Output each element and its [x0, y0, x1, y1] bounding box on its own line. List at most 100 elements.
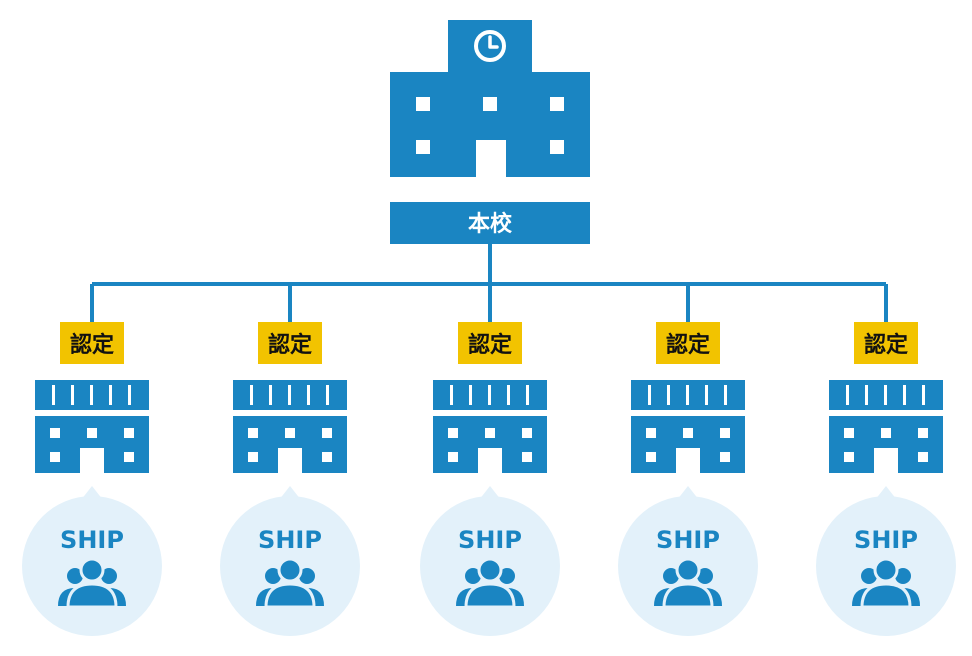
building-window — [522, 452, 532, 462]
building-door — [478, 448, 502, 473]
branch-building — [433, 380, 547, 473]
branch-3: 認定 SHIP — [618, 322, 758, 636]
main-school-label: 本校 — [468, 211, 513, 237]
building-window — [844, 452, 854, 462]
ship-bubble: SHIP — [816, 486, 956, 636]
branch-4: 認定 SHIP — [816, 322, 956, 636]
main-door — [476, 140, 506, 177]
roof-stripe — [903, 385, 906, 405]
building-window — [918, 428, 928, 438]
roof-stripe — [307, 385, 310, 405]
branch-1: 認定 SHIP — [220, 322, 360, 636]
people-group-icon — [852, 557, 920, 609]
building-window — [485, 428, 495, 438]
main-window — [416, 97, 430, 111]
certified-badge-label: 認定 — [666, 332, 710, 358]
people-group-icon — [654, 557, 722, 609]
building-door — [278, 448, 302, 473]
ship-label: SHIP — [60, 526, 124, 554]
building-window — [720, 452, 730, 462]
roof-stripe — [846, 385, 849, 405]
main-window — [416, 140, 430, 154]
branch-2: 認定 SHIP — [420, 322, 560, 636]
roof-stripe — [109, 385, 112, 405]
branch-building — [233, 380, 347, 473]
ship-bubble: SHIP — [220, 486, 360, 636]
roof-stripe — [269, 385, 272, 405]
building-window — [720, 428, 730, 438]
roof-stripe — [922, 385, 925, 405]
building-window — [322, 452, 332, 462]
roof-stripe — [488, 385, 491, 405]
building-window — [646, 452, 656, 462]
certified-badge — [656, 322, 720, 364]
roof-stripe — [52, 385, 55, 405]
roof-stripe — [250, 385, 253, 405]
roof-stripe — [865, 385, 868, 405]
roof-stripe — [526, 385, 529, 405]
roof-stripe — [724, 385, 727, 405]
building-window — [285, 428, 295, 438]
building-window — [448, 428, 458, 438]
ship-label: SHIP — [656, 526, 720, 554]
roof-stripe — [884, 385, 887, 405]
main-label-background — [390, 202, 590, 244]
main-school-label-bar: 本校 — [390, 202, 590, 244]
building-window — [918, 452, 928, 462]
main-window — [550, 97, 564, 111]
ship-bubble: SHIP — [618, 486, 758, 636]
building-window — [881, 428, 891, 438]
building-window — [248, 452, 258, 462]
building-door — [676, 448, 700, 473]
building-window — [844, 428, 854, 438]
roof-stripe — [667, 385, 670, 405]
building-door — [874, 448, 898, 473]
main-window — [483, 97, 497, 111]
roof-stripe — [686, 385, 689, 405]
building-window — [683, 428, 693, 438]
roof-stripe — [469, 385, 472, 405]
roof-stripe — [128, 385, 131, 405]
building-window — [522, 428, 532, 438]
certified-badge — [60, 322, 124, 364]
roof-stripe — [288, 385, 291, 405]
building-window — [87, 428, 97, 438]
people-group-icon — [58, 557, 126, 609]
building-window — [124, 428, 134, 438]
building-window — [322, 428, 332, 438]
branch-building — [35, 380, 149, 473]
building-window — [50, 452, 60, 462]
people-group-icon — [256, 557, 324, 609]
branch-0: 認定 SHIP — [22, 322, 162, 636]
building-window — [50, 428, 60, 438]
roof-stripe — [450, 385, 453, 405]
building-window — [646, 428, 656, 438]
certified-badge-label: 認定 — [268, 332, 312, 358]
certified-badge-label: 認定 — [70, 332, 114, 358]
building-window — [124, 452, 134, 462]
certified-badge — [854, 322, 918, 364]
branch-building — [829, 380, 943, 473]
ship-label: SHIP — [458, 526, 522, 554]
building-door — [80, 448, 104, 473]
certified-badge-label: 認定 — [864, 332, 908, 358]
certified-badge-label: 認定 — [468, 332, 512, 358]
branch-building — [631, 380, 745, 473]
people-group-icon — [456, 557, 524, 609]
ship-label: SHIP — [854, 526, 918, 554]
roof-stripe — [71, 385, 74, 405]
roof-stripe — [507, 385, 510, 405]
ship-bubble: SHIP — [22, 486, 162, 636]
clock-icon — [474, 30, 506, 62]
ship-label: SHIP — [258, 526, 322, 554]
roof-stripe — [326, 385, 329, 405]
ship-bubble: SHIP — [420, 486, 560, 636]
roof-stripe — [90, 385, 93, 405]
building-window — [248, 428, 258, 438]
connector-lines — [90, 244, 888, 322]
main-school-building — [390, 20, 590, 177]
main-window — [550, 140, 564, 154]
roof-stripe — [705, 385, 708, 405]
